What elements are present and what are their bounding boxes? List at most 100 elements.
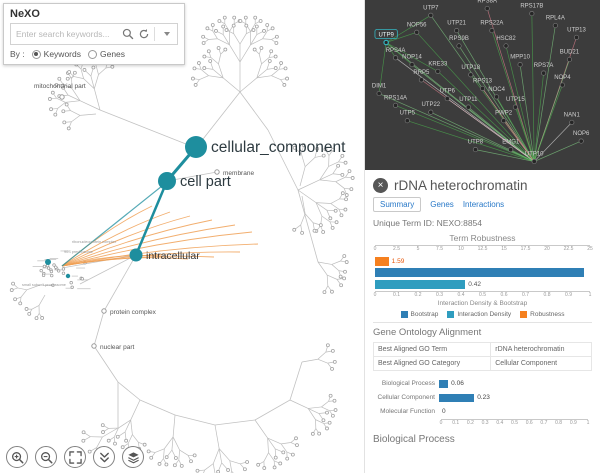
genes-radio[interactable]: [87, 49, 97, 59]
network-node[interactable]: [404, 118, 410, 124]
network-node[interactable]: [468, 72, 474, 78]
network-node[interactable]: [383, 39, 389, 46]
network-node-label[interactable]: NOC4: [488, 87, 505, 93]
network-node[interactable]: [541, 70, 547, 76]
network-node[interactable]: [376, 90, 382, 97]
network-node[interactable]: [531, 158, 537, 165]
network-node[interactable]: [392, 55, 399, 61]
network-node-label[interactable]: UTP13: [567, 27, 586, 33]
network-node-label[interactable]: UTP15: [506, 97, 525, 103]
network-node-label[interactable]: EMG1: [502, 140, 520, 146]
tree-label-mitochondrial-part[interactable]: mitochondrial part: [34, 83, 86, 90]
network-node-label[interactable]: RPS22A: [480, 21, 503, 27]
tab-interactions[interactable]: Interactions: [462, 200, 505, 209]
network-node-label[interactable]: UTP18: [461, 65, 480, 71]
network-node-label[interactable]: RPS17B: [520, 4, 543, 10]
network-node-label[interactable]: UTP6: [440, 89, 456, 95]
fit-to-screen-button[interactable]: [64, 446, 86, 468]
network-node-label[interactable]: NAN1: [564, 112, 581, 118]
network-node[interactable]: [529, 11, 535, 17]
network-node-label[interactable]: NOP4: [554, 75, 571, 81]
network-node[interactable]: [578, 138, 584, 144]
zoom-out-button[interactable]: [35, 446, 57, 468]
tab-genes[interactable]: Genes: [430, 200, 454, 209]
network-node-label[interactable]: UTP11: [459, 97, 478, 103]
tree-label-nuclear-part[interactable]: nuclear part: [100, 344, 135, 351]
network-node[interactable]: [472, 147, 479, 153]
search-bar[interactable]: [10, 23, 178, 45]
network-node-label[interactable]: UTP21: [447, 21, 466, 27]
network-node-label[interactable]: RPS14A: [384, 95, 407, 101]
network-node[interactable]: [418, 77, 424, 83]
network-node-label[interactable]: RPS8A: [477, 0, 497, 5]
network-node-label[interactable]: RPS9B: [449, 36, 469, 42]
network-node[interactable]: [512, 104, 518, 110]
network-node[interactable]: [456, 43, 462, 49]
tree-label-cell-part[interactable]: cell part: [180, 174, 231, 190]
network-node-label[interactable]: KRE33: [428, 61, 448, 67]
network-node-label[interactable]: MPP10: [510, 55, 530, 61]
network-node-label[interactable]: UTP8: [468, 140, 484, 146]
keywords-radio[interactable]: [31, 49, 41, 59]
network-node[interactable]: [465, 104, 471, 110]
network-node[interactable]: [392, 102, 399, 108]
network-node[interactable]: [428, 109, 434, 115]
search-icon[interactable]: [121, 27, 135, 41]
network-node[interactable]: [454, 28, 460, 34]
network-node-label[interactable]: NOP6: [573, 131, 590, 137]
network-node-label[interactable]: BUD21: [560, 50, 580, 56]
tree-label-membrane[interactable]: membrane: [223, 170, 254, 177]
network-node-label[interactable]: UTP5: [400, 111, 416, 117]
network-node-label[interactable]: RRP5: [413, 70, 430, 76]
network-node-label[interactable]: RPL4A: [546, 16, 565, 22]
network-node-label[interactable]: UTP22: [421, 102, 440, 108]
network-node[interactable]: [484, 5, 490, 12]
tree-cluster-label[interactable]: 90S preribosome: [64, 250, 93, 254]
layers-button[interactable]: [122, 446, 144, 468]
mode-keywords[interactable]: Keywords: [31, 49, 81, 59]
zoom-in-button[interactable]: [6, 446, 28, 468]
reset-search-icon[interactable]: [137, 27, 151, 41]
network-node-label[interactable]: HSC82: [496, 36, 516, 42]
network-node[interactable]: [489, 28, 495, 34]
network-node-label[interactable]: UTP10: [525, 152, 544, 158]
network-node[interactable]: [501, 118, 507, 124]
tree-label-protein-complex[interactable]: protein complex: [110, 309, 157, 316]
network-node[interactable]: [428, 12, 434, 18]
tree-label-intracellular[interactable]: intracellular: [146, 250, 200, 262]
network-node[interactable]: [552, 22, 558, 29]
network-node[interactable]: [503, 43, 509, 49]
network-node[interactable]: [494, 94, 500, 100]
network-node-label[interactable]: UTP7: [423, 5, 439, 11]
search-input[interactable]: [14, 28, 119, 40]
network-node-label[interactable]: RPS4A: [386, 48, 406, 54]
mode-genes[interactable]: Genes: [87, 49, 125, 59]
collapse-button[interactable]: [93, 446, 115, 468]
network-node-label[interactable]: PWP2: [495, 111, 513, 117]
tree-cluster-label[interactable]: small subunit processome: [22, 283, 66, 287]
network-node[interactable]: [573, 34, 580, 40]
close-icon[interactable]: ×: [373, 178, 388, 193]
network-node[interactable]: [414, 29, 420, 35]
network-node[interactable]: [517, 62, 523, 68]
network-node[interactable]: [479, 85, 486, 91]
network-node-label[interactable]: NOP14: [402, 55, 422, 61]
network-node-label[interactable]: RPS13: [473, 78, 493, 84]
network-node-label[interactable]: UTP9: [378, 33, 394, 39]
network-node[interactable]: [508, 147, 514, 153]
network-node[interactable]: [559, 82, 565, 88]
search-options-caret-icon[interactable]: [160, 27, 174, 41]
network-node[interactable]: [444, 96, 450, 102]
tree-cluster-label[interactable]: ribonucleoprotein complex: [72, 240, 116, 244]
network-node[interactable]: [435, 68, 441, 74]
network-node-label[interactable]: RPS7A: [534, 63, 554, 69]
tree-label-cellular-component[interactable]: cellular_component: [211, 139, 346, 156]
network-node[interactable]: [566, 56, 573, 63]
network-node-label[interactable]: DIM1: [372, 84, 387, 90]
network-node-label[interactable]: NOP56: [407, 22, 427, 28]
network-node[interactable]: [409, 62, 415, 68]
